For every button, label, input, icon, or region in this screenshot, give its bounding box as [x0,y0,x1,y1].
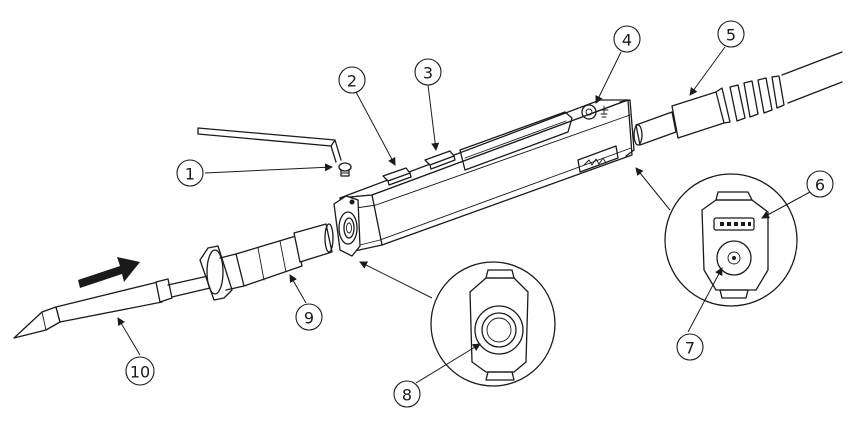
button-b[interactable] [424,150,456,170]
screw [338,162,352,177]
callout-7: 7 [676,333,704,361]
callout-10-label: 10 [130,363,150,382]
callout-8: 8 [393,380,421,408]
callout-2-label: 2 [347,72,357,91]
callout-5-label: 5 [726,26,736,45]
dc-power-plug [633,51,843,146]
callout-6-label: 6 [815,176,825,195]
callout-4-label: 4 [622,31,632,50]
button-a[interactable] [382,167,412,186]
callout-5: 5 [717,20,745,48]
callout-6: 6 [806,170,834,198]
callout-leaders [117,46,811,384]
callout-4: 4 [613,25,641,53]
detail-tip-socket [359,261,556,387]
callout-10: 10 [125,356,155,386]
ground-screw [581,104,609,120]
detail-power-end [635,167,798,307]
soldering-tip [13,223,334,339]
callout-9-label: 9 [304,309,314,328]
callout-9: 9 [295,303,323,331]
callout-1: 1 [176,159,204,187]
callout-2: 2 [338,66,366,94]
callout-7-label: 7 [685,339,695,358]
callout-1-label: 1 [185,165,195,184]
hex-key [197,127,342,163]
callout-8-label: 8 [402,386,412,405]
callout-3: 3 [414,58,442,86]
callout-3-label: 3 [423,64,433,83]
insert-direction-arrow [78,257,140,288]
brand-logo [577,145,619,173]
handle-body [333,99,635,257]
